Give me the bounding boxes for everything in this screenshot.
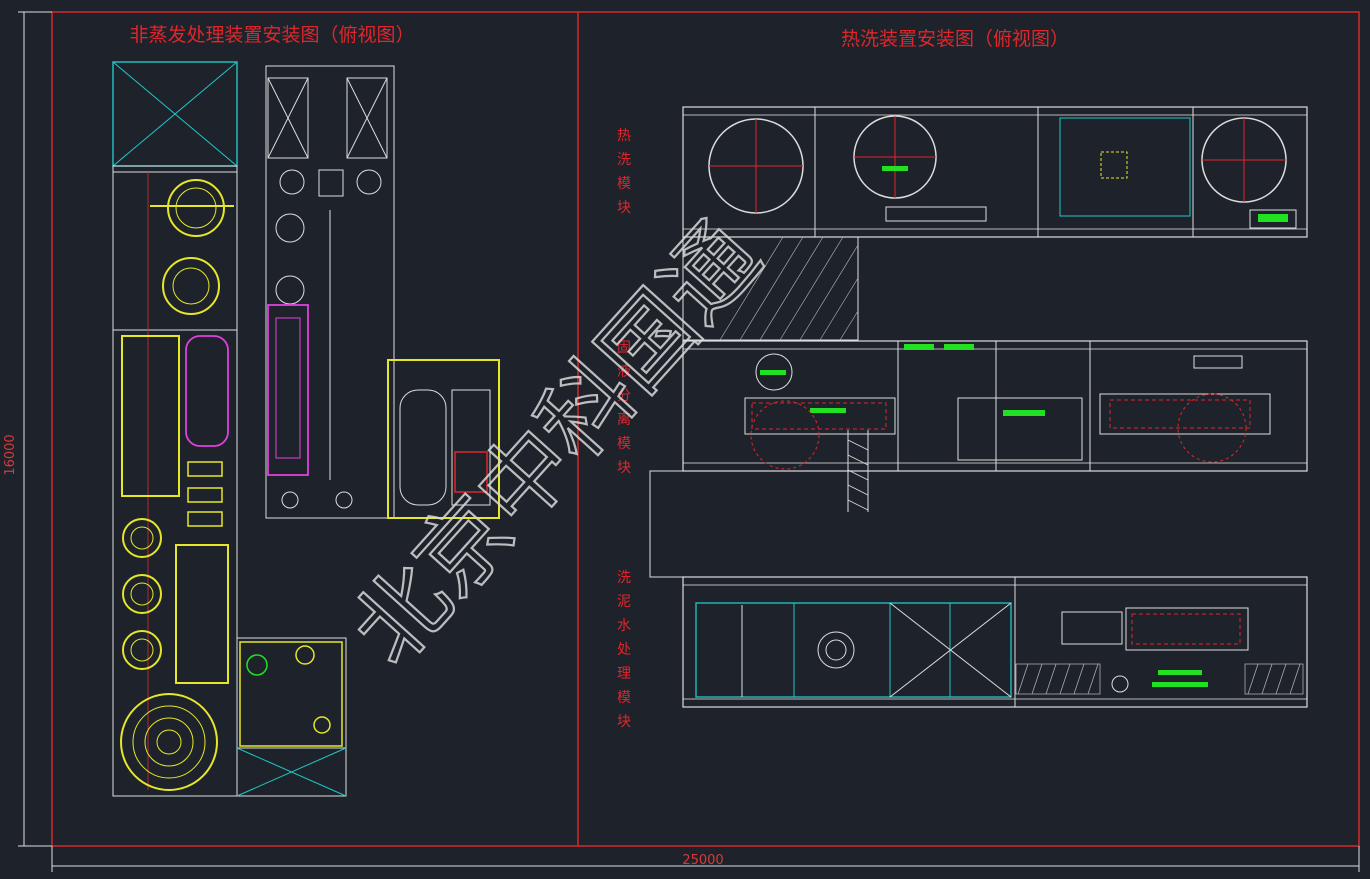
label-hot-wash-module: 热洗模块 <box>617 128 631 216</box>
dimension-height: 16000 <box>3 434 18 475</box>
module-labels: 热洗模块 固液分离模块 洗泥水处理模块 <box>617 128 631 730</box>
right-title: 热洗装置安装图（俯视图） <box>841 28 1069 50</box>
vessel-block <box>387 359 500 519</box>
left-title: 非蒸发处理装置安装图（俯视图） <box>129 24 414 46</box>
hot-wash-layout <box>649 106 1308 708</box>
watermark: 北京中科国通 <box>332 203 781 685</box>
tank-2 <box>162 257 220 315</box>
non-evaporation-layout <box>112 61 500 797</box>
tank-3 <box>121 335 180 497</box>
tank-large <box>120 693 218 791</box>
tank-1 <box>167 179 225 237</box>
drawing-frame <box>18 11 1360 872</box>
label-mud-water-module: 洗泥水处理模块 <box>617 570 631 730</box>
label-solid-liquid-module: 固液分离模块 <box>617 340 631 476</box>
dimension-width: 25000 <box>682 853 723 868</box>
